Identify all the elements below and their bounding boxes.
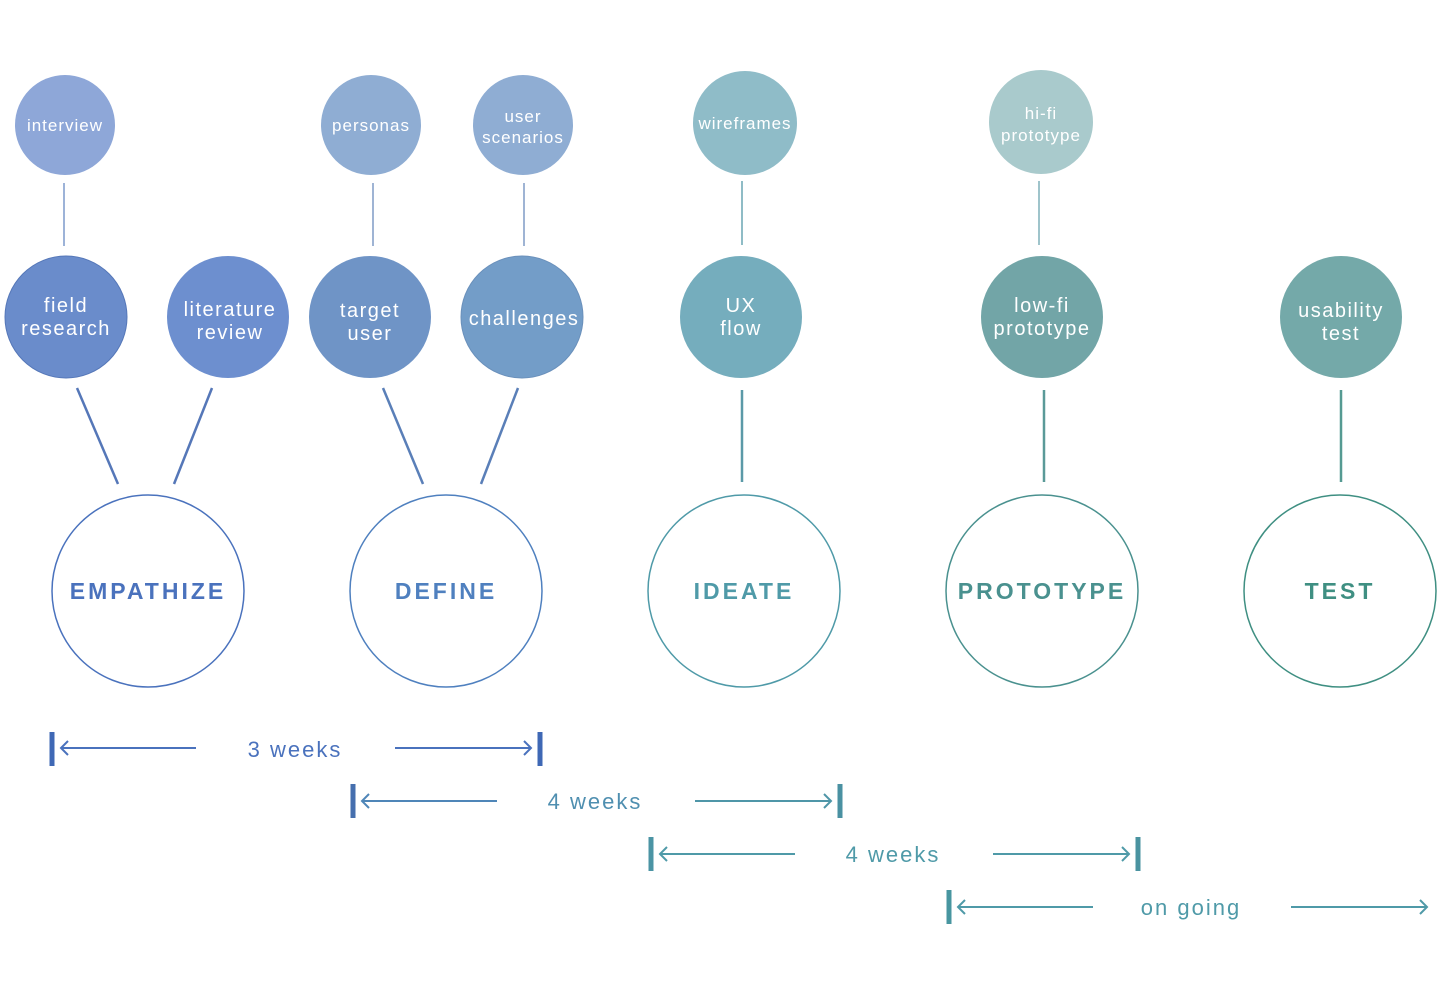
method-bubble-usability-test: usability test xyxy=(1280,256,1402,378)
method-bubble-literature-review: literature review xyxy=(167,256,289,378)
method-bubble-challenges: challenges xyxy=(460,255,584,379)
phase-empathize-label: EMPATHIZE xyxy=(70,578,226,604)
output-bubble-hifi-prototype: hi-fi prototype xyxy=(989,70,1093,174)
duration-label-2: 4 weeks xyxy=(548,789,643,814)
hifi-label-2: prototype xyxy=(1001,126,1081,145)
hifi-label-1: hi-fi xyxy=(1025,104,1057,123)
arrowhead-left-icon xyxy=(658,846,668,862)
phase-empathize: EMPATHIZE xyxy=(51,494,245,688)
interview-label: interview xyxy=(27,116,103,135)
phase-define: DEFINE xyxy=(349,494,543,688)
duration-label-1: 3 weeks xyxy=(248,737,343,762)
duration-label-4: on going xyxy=(1141,895,1241,920)
connector-literature-review xyxy=(172,387,214,485)
phase-prototype: PROTOTYPE xyxy=(945,494,1139,688)
usability-label-1: usability xyxy=(1298,300,1384,322)
connector-field-research xyxy=(75,387,120,485)
lofi-label-1: low-fi xyxy=(1014,295,1070,317)
field-research-label-2: research xyxy=(21,318,111,340)
method-bubble-target-user: target user xyxy=(309,256,431,378)
phase-define-label: DEFINE xyxy=(395,578,497,604)
arrowhead-right-icon xyxy=(823,793,833,809)
arrowhead-left-icon xyxy=(956,899,966,915)
method-bubble-lofi-prototype: low-fi prototype xyxy=(981,256,1103,378)
phase-ideate: IDEATE xyxy=(647,494,841,688)
output-bubble-personas: personas xyxy=(321,75,421,175)
field-research-label-1: field xyxy=(44,295,88,317)
user-scenarios-label-2: scenarios xyxy=(482,128,564,147)
duration-prototype-test: on going xyxy=(946,890,1429,924)
target-user-label-1: target xyxy=(340,300,400,322)
arrowhead-left-icon xyxy=(59,740,69,756)
ux-flow-label-1: UX xyxy=(726,295,757,317)
arrowhead-right-icon xyxy=(1121,846,1131,862)
literature-review-label-2: review xyxy=(197,322,264,344)
arrowhead-right-icon xyxy=(523,740,533,756)
connector-challenges xyxy=(479,387,520,485)
lofi-label-2: prototype xyxy=(994,318,1091,340)
target-user-label-2: user xyxy=(348,323,393,345)
output-bubble-user-scenarios: user scenarios xyxy=(473,75,573,175)
phase-connectors xyxy=(75,387,1343,485)
phase-ideate-label: IDEATE xyxy=(694,578,795,604)
personas-label: personas xyxy=(332,116,410,135)
duration-empathize-define: 3 weeks xyxy=(49,732,543,766)
connector-target-user xyxy=(381,387,425,485)
output-bubble-interview: interview xyxy=(15,75,115,175)
phase-prototype-label: PROTOTYPE xyxy=(958,578,1126,604)
method-bubble-ux-flow: UX flow xyxy=(680,256,802,378)
output-bubble-wireframes: wireframes xyxy=(693,71,797,175)
literature-review-label-1: literature xyxy=(184,299,277,321)
ux-flow-label-2: flow xyxy=(720,318,762,340)
arrowhead-left-icon xyxy=(360,793,370,809)
output-connectors xyxy=(63,181,1040,246)
method-bubble-field-research: field research xyxy=(4,255,128,379)
duration-label-3: 4 weeks xyxy=(846,842,941,867)
duration-ideate-prototype: 4 weeks xyxy=(648,837,1141,871)
arrowhead-right-icon xyxy=(1419,899,1429,915)
phase-test-label: TEST xyxy=(1305,578,1376,604)
usability-label-2: test xyxy=(1322,323,1360,345)
phase-test: TEST xyxy=(1243,494,1437,688)
user-scenarios-label-1: user xyxy=(504,107,541,126)
duration-define-ideate: 4 weeks xyxy=(350,784,843,818)
challenges-label: challenges xyxy=(469,308,580,330)
wireframes-label: wireframes xyxy=(697,114,791,133)
